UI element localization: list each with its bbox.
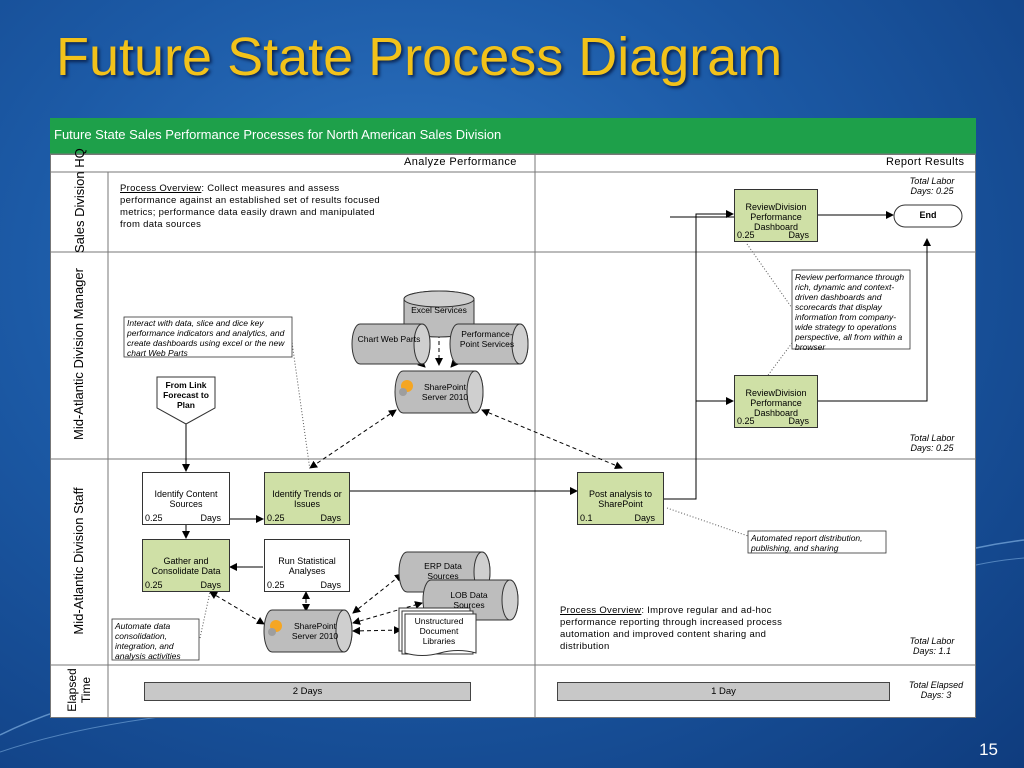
page-number: 15 <box>979 740 998 759</box>
process-overview-report: Process Overview: Improve regular and ad… <box>560 605 783 652</box>
elapsed-bar-report: 1 Day <box>557 682 890 701</box>
diagram-lines <box>50 153 976 718</box>
step-identify-content[interactable]: Identify Content Sources 0.25 Days <box>142 472 230 525</box>
step-review-dashboard-manager[interactable]: ReviewDivision Performance Dashboard 0.2… <box>734 375 818 428</box>
total-labor-manager: Total Labor Days: 0.25 <box>909 433 955 453</box>
note-review-performance: Review performance through rich, dynamic… <box>795 272 905 352</box>
lane-elapsed-time: Elapsed Time <box>65 668 93 712</box>
step-review-dashboard-hq[interactable]: ReviewDivision Performance Dashboard 0.2… <box>734 189 818 242</box>
diagram-header: Future State Sales Performance Processes… <box>54 127 502 142</box>
total-labor-hq: Total Labor Days: 0.25 <box>909 176 955 196</box>
note-automated-distribution: Automated report distribution, publishin… <box>751 533 863 553</box>
store-lob-data: LOB Data Sources <box>450 590 488 610</box>
process-overview-analyze: Process Overview: Collect measures and a… <box>120 183 381 230</box>
lane-division-manager: Mid-Atlantic Division Manager <box>71 268 86 440</box>
store-performancepoint: Performance-Point Services <box>459 329 515 349</box>
from-link-offpage[interactable]: From Link Forecast to Plan <box>163 380 209 410</box>
note-automate-data: Automate data consolidation, integration… <box>115 621 181 661</box>
step-run-statistical-analyses[interactable]: Run Statistical Analyses 0.25 Days <box>264 539 350 592</box>
step-gather-data[interactable]: Gather and Consolidate Data 0.25 Days <box>142 539 230 592</box>
step-post-analysis[interactable]: Post analysis to SharePoint 0.1 Days <box>577 472 664 525</box>
end-terminator: End <box>919 210 937 220</box>
elapsed-bar-analyze: 2 Days <box>144 682 471 701</box>
store-erp-data: ERP Data Sources <box>424 561 462 581</box>
store-sharepoint-manager: SharePoint Server 2010 <box>421 382 469 402</box>
store-unstructured-libraries: Unstructured Document Libraries <box>414 616 464 646</box>
slide-title: Future State Process Diagram <box>56 27 783 87</box>
column-report-results: Report Results <box>886 156 965 168</box>
process-diagram: Future State Sales Performance Processes… <box>50 118 976 718</box>
total-elapsed: Total Elapsed Days: 3 <box>908 680 964 700</box>
step-identify-trends[interactable]: Identify Trends or Issues 0.25 Days <box>264 472 350 525</box>
total-labor-staff: Total Labor Days: 1.1 <box>909 636 955 656</box>
store-chart-web-parts: Chart Web Parts <box>357 334 421 344</box>
column-analyze-performance: Analyze Performance <box>404 156 517 168</box>
store-sharepoint-staff: SharePoint Server 2010 <box>291 621 339 641</box>
store-excel-services: Excel Services <box>411 305 467 315</box>
note-interact-data: Interact with data, slice and dice key p… <box>127 318 285 358</box>
lane-sales-division-hq: Sales Division HQ <box>72 148 87 253</box>
lane-division-staff: Mid-Atlantic Division Staff <box>71 487 86 635</box>
diagram-header-bar <box>50 118 976 154</box>
